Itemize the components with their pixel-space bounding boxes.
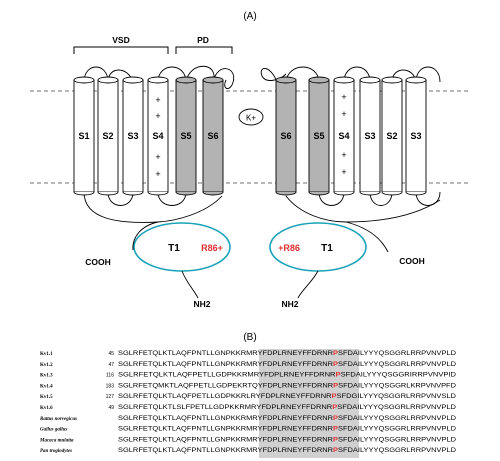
alignment-row-name: Kv1.6 [40,406,53,411]
left-segment-1: S1 [73,76,95,196]
t1-left-label: T1 [168,243,180,254]
alignment-highlight-band [259,349,359,458]
alignment-row-sequence: SGLRFETQLKTLAQFPETLLGDPKKRLRYFDPLRNEYFFD… [118,394,457,400]
r86-right-label: +R86 [278,243,300,253]
pd-brace [175,46,233,54]
k-ion-label: K+ [246,114,256,123]
alignment-row-sequence: SGLRFETQLKTLAQFPNTLLGNPKKRMRYFDPLRNEYFFD… [118,362,457,368]
left-segment-label: S3 [127,131,138,141]
r86-left-label: R86+ [201,243,223,253]
bottom-loops [83,191,441,223]
right-segment-3: S4 [333,76,355,196]
alignment-row: Kv1.3 116 SGLRFETQLKTLAQFPETLLGDPKKRMRYFDP… [40,373,457,379]
pd-label: PD [197,35,209,45]
s4-right-charges: + + + + [341,92,346,177]
left-segment-2: S2 [97,76,119,196]
alignment-row-name: Gallus gallus [40,428,67,433]
alignment-row-sequence: SGLRFETQLKTLAQFPNTLLGNPKKRMRYFDPLRNEYFFD… [118,427,457,433]
right-segment-5: S2 [381,76,403,196]
alignment-row-sequence: SGLRFETQLKTLAQFPNTLLGNPKKRMRYFDPLRNEYFFD… [118,448,457,454]
right-segment-2: S5 [308,76,330,196]
left-segment-6: S6 [202,76,224,196]
right-segment-1: S6 [275,76,297,196]
cooh-right-label: COOH [399,256,425,266]
alignment-row-start: 49 [108,405,114,411]
left-segment-4: S4 [147,76,169,196]
alignment-row: Kv1.2 47 SGLRFETQLKTLAQFPNTLLGNPKKRMRYFDPL… [40,362,457,368]
k-ion-circle [238,108,264,126]
vsd-label: VSD [112,35,129,45]
nh2-right-label: NH2 [281,299,298,309]
svg-text:+: + [341,150,346,160]
alignment-row-sequence: SGLRFETQLKTLAQFPNTLLGNPKKRMRYFDPLRNEYFFD… [118,416,457,422]
s4-left-charges: + + + + [155,95,160,179]
left-segment-label: S2 [102,131,113,141]
nh2-left-label: NH2 [193,299,210,309]
alignment-row-name: Macaca mulatta [39,438,74,443]
svg-text:+: + [155,95,160,105]
right-segment-4: S3 [359,76,381,196]
alignment-row-name: Kv1.1 [40,352,53,357]
right-segment-label: S2 [386,131,397,141]
alignment-row-start: 47 [108,362,114,368]
alignment-row-name: Rattus norvegicus [40,417,77,422]
left-segment-3: S3 [122,76,144,196]
left-segment-label: S5 [180,131,191,141]
panel-b-label: (B) [243,332,256,343]
alignment-row-name: Kv1.3 [40,374,53,379]
right-segment-label: S3 [364,131,375,141]
right-segment-label: S6 [280,131,291,141]
alignment-row: Kv1.1 45 SGLRFETQLKTLAQFPNTLLGNPKKRMRYFDPL… [40,351,457,357]
right-segment-6: S3 [405,76,427,196]
alignment-row-sequence: SGLRFETQMKTLAQFPETLLGDPEKRTQYFDPLRNEYFFD… [118,383,457,389]
nh2-left-tail [181,270,199,299]
left-segment-label: S6 [207,131,218,141]
svg-text:+: + [155,152,160,162]
svg-text:+: + [341,167,346,177]
left-subunit-segments: S1 S2 S3 S4 S5 S6 [73,76,224,196]
alignment-row-name: Kv1.5 [40,395,53,400]
svg-text:+: + [155,111,160,121]
alignment-row: Kv1.6 49 SGLRFETQLKTLSLFPETLLGDPKKRMRYFDPL… [40,405,457,411]
svg-text:+: + [341,92,346,102]
t1-right-label: T1 [321,243,333,254]
left-segment-5: S5 [175,76,197,196]
right-subunit-segments: S6 S5 S4 S3 S2 S3 [275,76,427,196]
cooh-right-tail [345,221,389,253]
alignment-row-name: Pan troglodytes [40,449,72,454]
left-segment-label: S1 [78,131,89,141]
vsd-brace [73,46,169,54]
alignment-row-start: 116 [106,373,114,379]
alignment-row: Rattus norvegicus SGLRFETQLKTLAQFPNTLLGNP… [40,416,457,422]
alignment-row-start: 183 [106,383,115,389]
right-segment-label: S5 [313,131,324,141]
alignment-row-name: Kv1.4 [40,384,53,389]
alignment-row-start: 127 [106,394,115,400]
alignment-row: Pan troglodytes SGLRFETQLKTLAQFPNTLLGNPKK… [40,448,457,454]
left-segment-label: S4 [152,131,163,141]
nh2-right-tail [297,270,319,299]
alignment-row: Gallus gallus SGLRFETQLKTLAQFPNTLLGNPKKRM… [40,427,457,433]
svg-text:+: + [341,109,346,119]
alignment-row: Macaca mulatta SGLRFETQLKTLAQFPNTLLGNPKKR… [39,437,457,443]
alignment-row-sequence: SGLRFETQLKTLSLFPETLLGDPKKRMRYFDPLRNEYFFD… [118,405,457,411]
alignment-row-start: 45 [108,351,114,357]
alignment-row-sequence: SGLRFETQLKTLAQFPETLLGDPKKRMRYFDPLRNEYFFD… [118,373,457,379]
right-segment-label: S4 [338,131,349,141]
right-segment-label: S3 [410,131,421,141]
panel-a-label: (A) [243,11,256,22]
alignment-row-name: Kv1.2 [40,363,53,368]
svg-text:+: + [155,169,160,179]
cooh-left-tail [132,221,159,251]
cooh-left-label: COOH [85,257,111,267]
alignment-row-sequence: SGLRFETQLKTLAQFPNTLLGNPKKRMRYFDPLRNEYFFD… [118,351,457,357]
alignment-row-sequence: SGLRFETQLKTLAQFPNTLLGNPKKRMRYFDPLRNEYFFD… [118,437,457,443]
